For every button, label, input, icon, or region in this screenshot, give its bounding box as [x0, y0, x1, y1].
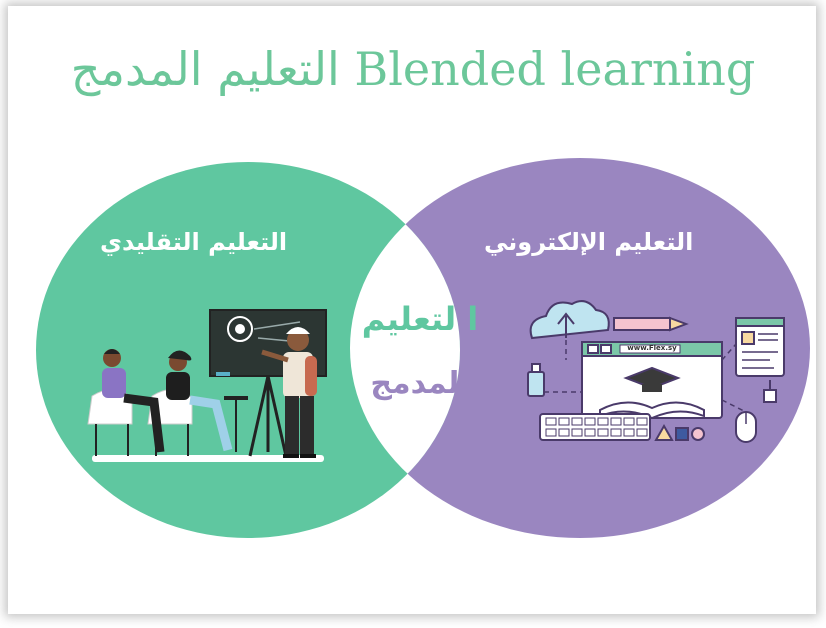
e-learning-circle — [350, 158, 810, 538]
plug-icon — [763, 389, 777, 403]
elearning-label: التعليم الإلكتروني — [484, 228, 694, 256]
page-title: التعليم المدمج Blended learning — [70, 42, 756, 96]
blended-label-line1: ا لتعليم — [361, 300, 479, 338]
browser-url-text: www.Flex.sy — [627, 344, 677, 352]
usb-icon — [527, 371, 545, 397]
elearning-illustration — [527, 300, 785, 443]
blended-label-line2: المدمج — [370, 366, 470, 401]
pencil-icon — [613, 317, 671, 331]
traditional-learning-label: التعليم التقليدي — [100, 228, 288, 256]
classroom-illustration — [87, 309, 327, 462]
book-icon — [599, 401, 705, 420]
